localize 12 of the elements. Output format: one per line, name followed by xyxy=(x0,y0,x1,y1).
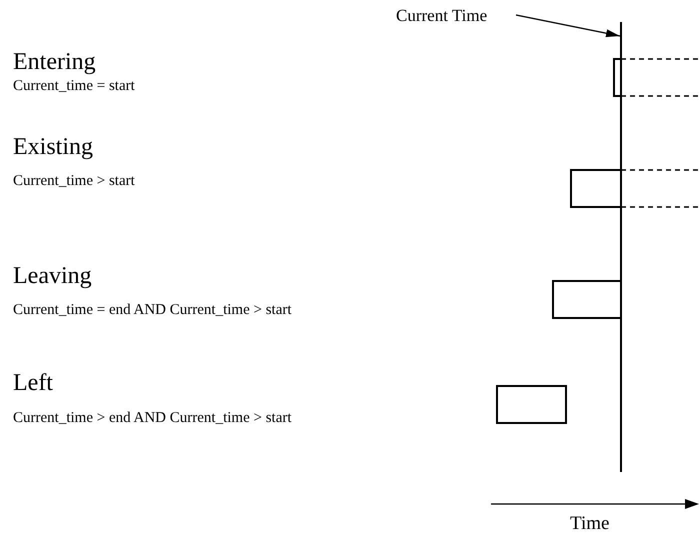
state-condition: Current_time > end AND Current_time > start xyxy=(13,409,292,427)
state-condition: Current_time = start xyxy=(13,77,135,95)
state-name: Existing xyxy=(13,133,94,161)
state-condition: Current_time = end AND Current_time > start xyxy=(13,301,292,319)
state-name: Leaving xyxy=(13,262,92,290)
callout-text: Current Time xyxy=(396,5,488,27)
state-name: Left xyxy=(13,369,53,397)
current-time-line xyxy=(620,22,622,472)
axis-label: Time xyxy=(570,512,610,536)
leader-arrow xyxy=(516,14,620,38)
state-condition: Current_time > start xyxy=(13,172,135,190)
state-name: Entering xyxy=(13,48,96,76)
